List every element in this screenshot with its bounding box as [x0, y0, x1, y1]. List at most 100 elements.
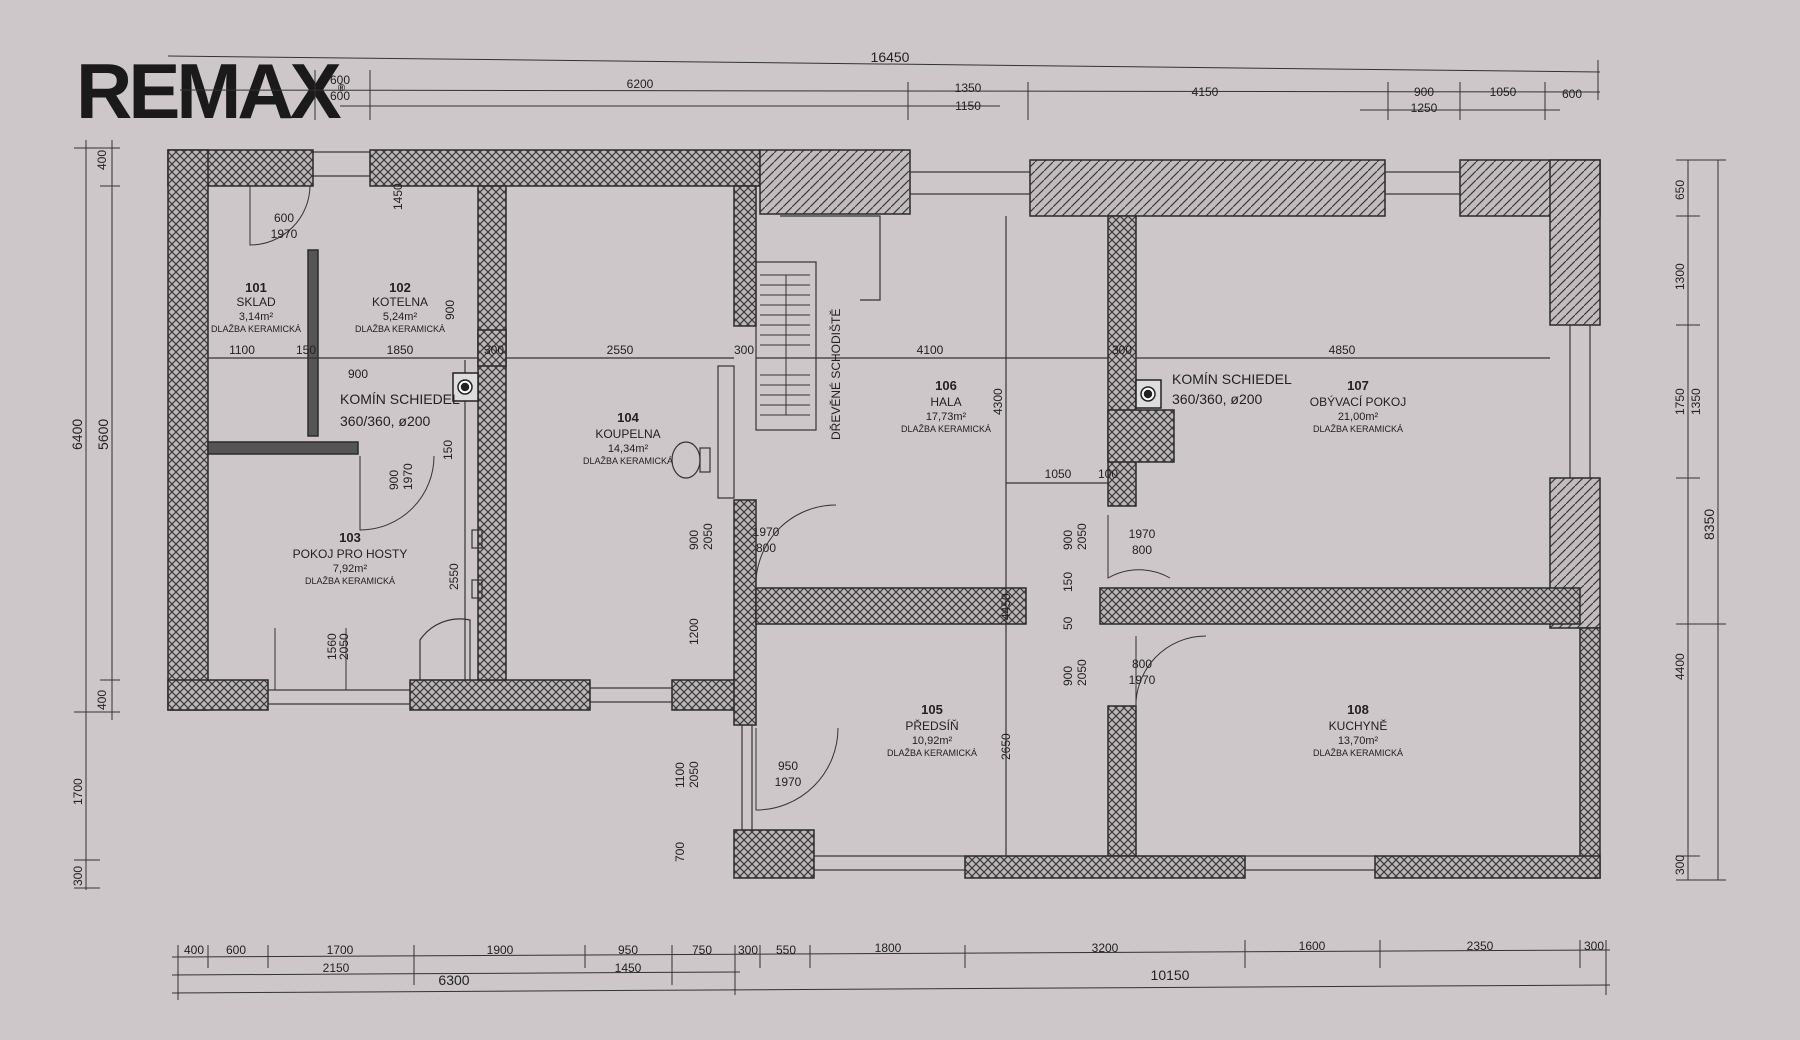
svg-text:300: 300 — [738, 943, 758, 957]
svg-text:900: 900 — [443, 300, 457, 320]
svg-text:DLAŽBA KERAMICKÁ: DLAŽBA KERAMICKÁ — [887, 748, 977, 758]
svg-text:300: 300 — [1584, 939, 1604, 953]
svg-text:OBÝVACÍ POKOJ: OBÝVACÍ POKOJ — [1310, 394, 1406, 409]
svg-text:KUCHYNĚ: KUCHYNĚ — [1329, 718, 1388, 733]
dim-left: 400 5600 400 6400 1700 300 — [69, 150, 111, 886]
svg-text:800: 800 — [756, 541, 776, 555]
interior-dimensions: 1100 150 1850 300 2550 300 4100 300 4850… — [229, 183, 1356, 862]
top-dimension-lines — [167, 55, 1601, 120]
dim-bottom-row2: 2150 1450 — [323, 961, 642, 975]
svg-text:1450: 1450 — [615, 961, 642, 975]
svg-text:8350: 8350 — [1701, 509, 1717, 540]
svg-text:4400: 4400 — [1673, 653, 1687, 680]
stairs — [760, 274, 810, 416]
chimney-1-size: 360/360, ø200 — [340, 413, 431, 429]
svg-text:300: 300 — [484, 343, 504, 357]
svg-text:1700: 1700 — [327, 943, 354, 957]
svg-text:300: 300 — [1112, 343, 1132, 357]
right-dimension-lines — [1676, 159, 1726, 881]
svg-text:1200: 1200 — [687, 618, 701, 645]
svg-text:4150: 4150 — [1192, 85, 1219, 99]
svg-text:108: 108 — [1347, 702, 1369, 717]
svg-text:2550: 2550 — [447, 563, 461, 590]
svg-text:1900: 1900 — [487, 943, 514, 957]
svg-text:2050: 2050 — [337, 633, 351, 660]
svg-text:750: 750 — [692, 943, 712, 957]
dim-bottom-row3: 6300 10150 — [438, 967, 1189, 988]
dim-bottom-row1: 400 600 1700 1900 950 750 300 550 1800 3… — [184, 939, 1604, 957]
svg-text:150: 150 — [441, 440, 455, 460]
svg-text:1100: 1100 — [229, 343, 255, 357]
svg-text:650: 650 — [1673, 180, 1687, 200]
svg-text:2350: 2350 — [1467, 939, 1494, 953]
svg-text:4450: 4450 — [999, 593, 1013, 620]
svg-text:900: 900 — [1061, 530, 1075, 550]
left-dimension-lines — [74, 140, 120, 890]
svg-text:1600: 1600 — [1299, 939, 1326, 953]
svg-text:PŘEDSÍŇ: PŘEDSÍŇ — [905, 718, 958, 733]
svg-text:600: 600 — [1562, 87, 1582, 101]
svg-text:DLAŽBA KERAMICKÁ: DLAŽBA KERAMICKÁ — [1313, 424, 1403, 434]
chimney-2-label: KOMÍN SCHIEDEL — [1172, 371, 1292, 387]
svg-text:300: 300 — [734, 343, 754, 357]
svg-text:HALA: HALA — [930, 395, 961, 409]
svg-text:1050: 1050 — [1045, 467, 1072, 481]
svg-text:KOUPELNA: KOUPELNA — [595, 427, 660, 441]
svg-text:300: 300 — [71, 866, 85, 886]
svg-text:900: 900 — [687, 530, 701, 550]
svg-text:150: 150 — [296, 343, 316, 357]
svg-text:DLAŽBA KERAMICKÁ: DLAŽBA KERAMICKÁ — [1313, 748, 1403, 758]
svg-text:103: 103 — [339, 530, 361, 545]
walls — [167, 149, 1601, 879]
svg-text:600: 600 — [274, 211, 294, 225]
svg-text:1300: 1300 — [1673, 263, 1687, 290]
chimney-symbols — [452, 372, 1162, 409]
svg-text:6300: 6300 — [438, 972, 469, 988]
svg-text:2650: 2650 — [999, 733, 1013, 760]
svg-text:400: 400 — [95, 150, 109, 170]
svg-text:SKLAD: SKLAD — [236, 295, 276, 309]
svg-text:2050: 2050 — [687, 761, 701, 788]
svg-text:600: 600 — [330, 73, 350, 87]
svg-text:600: 600 — [226, 943, 246, 957]
svg-text:50: 50 — [1061, 616, 1075, 630]
svg-text:105: 105 — [921, 702, 943, 717]
svg-text:6200: 6200 — [627, 77, 654, 91]
svg-text:1850: 1850 — [387, 343, 414, 357]
chimney-2-size: 360/360, ø200 — [1172, 391, 1263, 407]
svg-text:3,14m²: 3,14m² — [239, 311, 274, 323]
svg-text:5600: 5600 — [95, 419, 111, 450]
svg-text:1970: 1970 — [1129, 673, 1156, 687]
svg-text:DLAŽBA KERAMICKÁ: DLAŽBA KERAMICKÁ — [211, 324, 301, 334]
stairs-label: DŘEVĚNÉ SCHODIŠTĚ — [828, 309, 843, 440]
svg-text:2050: 2050 — [1075, 523, 1089, 550]
dim-right: 650 1300 1750 1350 8350 4400 300 — [1673, 180, 1717, 875]
svg-text:21,00m²: 21,00m² — [1338, 411, 1379, 423]
svg-text:300: 300 — [1673, 855, 1687, 875]
svg-text:104: 104 — [617, 410, 639, 425]
svg-text:KOTELNA: KOTELNA — [372, 295, 428, 309]
svg-text:150: 150 — [1061, 572, 1075, 592]
svg-text:4850: 4850 — [1329, 343, 1356, 357]
room-104: 104 KOUPELNA 14,34m² DLAŽBA KERAMICKÁ — [583, 410, 673, 466]
svg-text:1970: 1970 — [401, 463, 415, 490]
svg-text:1450: 1450 — [391, 183, 405, 210]
svg-text:DLAŽBA KERAMICKÁ: DLAŽBA KERAMICKÁ — [583, 456, 673, 466]
svg-text:100: 100 — [1098, 467, 1118, 481]
room-102: 102 KOTELNA 5,24m² DLAŽBA KERAMICKÁ — [355, 280, 445, 334]
svg-text:10150: 10150 — [1151, 967, 1190, 983]
svg-text:2050: 2050 — [1075, 659, 1089, 686]
svg-text:900: 900 — [348, 367, 368, 381]
door-swings — [249, 185, 1207, 811]
bathroom-fixtures — [419, 441, 711, 681]
svg-text:700: 700 — [673, 842, 687, 862]
svg-text:1350: 1350 — [955, 81, 982, 95]
svg-text:102: 102 — [389, 280, 411, 295]
svg-text:600: 600 — [330, 89, 350, 103]
svg-text:900: 900 — [387, 470, 401, 490]
svg-text:2050: 2050 — [701, 523, 715, 550]
svg-text:DLAŽBA KERAMICKÁ: DLAŽBA KERAMICKÁ — [355, 324, 445, 334]
room-107: 107 OBÝVACÍ POKOJ 21,00m² DLAŽBA KERAMIC… — [1310, 378, 1406, 434]
room-101: 101 SKLAD 3,14m² DLAŽBA KERAMICKÁ — [211, 280, 301, 334]
